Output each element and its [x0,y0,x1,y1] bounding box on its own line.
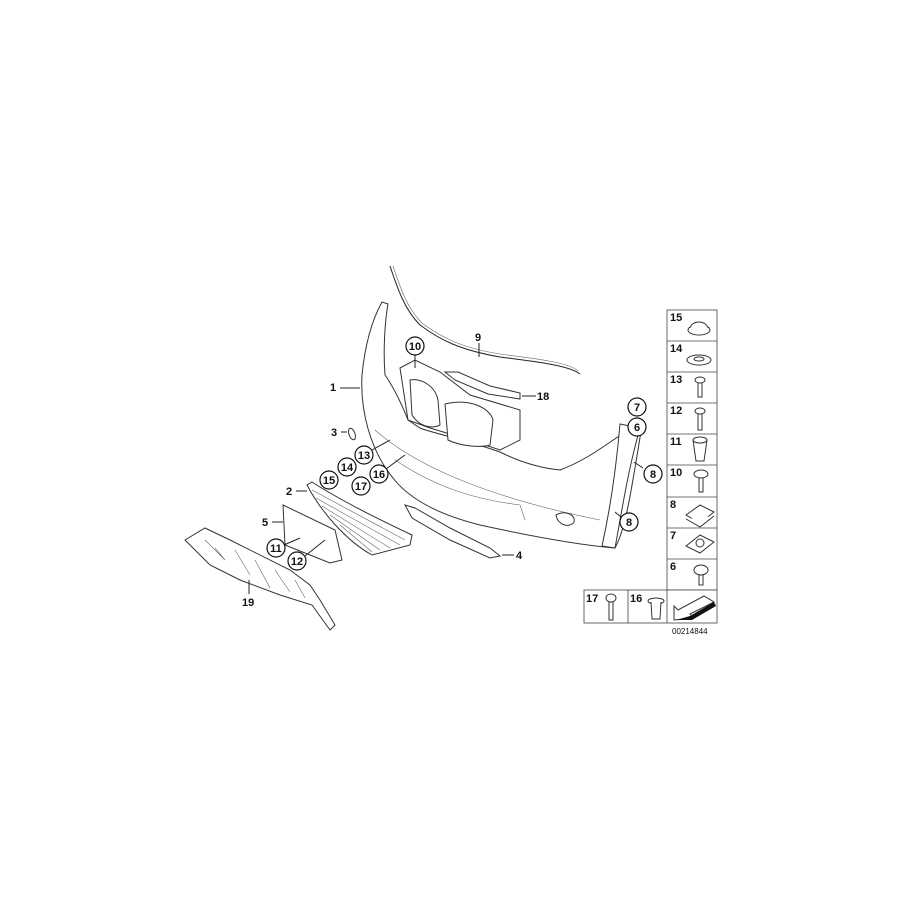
bumper-cover-part-1 [361,301,643,549]
svg-text:17: 17 [355,481,367,493]
callout-2: 2 [286,486,292,498]
callout-12: 12 [287,551,307,571]
svg-text:14: 14 [341,462,354,474]
callout-10: 10 [405,336,425,356]
callout-9: 9 [475,332,481,344]
flange-screw-icon [693,469,709,493]
flange-screw-icon [693,564,709,586]
panel-label-7: 7 [670,530,676,542]
panel-label-17: 17 [586,593,598,605]
carrier-part-19 [184,527,336,631]
callout-7: 7 [627,397,647,417]
svg-text:11: 11 [270,543,282,555]
svg-text:8: 8 [626,517,632,529]
callout-13: 13 [354,445,374,465]
screw-icon [694,376,706,398]
sleeve-icon [647,597,665,620]
panel-label-16: 16 [630,593,642,605]
expansion-nut-icon [692,436,708,462]
panel-label-8: 8 [670,499,676,511]
panel-label-13: 13 [670,374,682,386]
callout-8-lower: 8 [619,512,639,532]
panel-label-12: 12 [670,405,682,417]
bolt-icon [605,593,617,621]
svg-text:12: 12 [291,556,303,568]
panel-label-6: 6 [670,561,676,573]
svg-text:10: 10 [409,341,421,353]
callout-17: 17 [351,476,371,496]
arrow-icon [673,595,716,621]
panel-label-10: 10 [670,467,682,479]
panel-label-15: 15 [670,312,682,324]
grommet-cap-icon [687,321,711,336]
svg-text:13: 13 [358,450,370,462]
bracket-part-4 [403,504,502,559]
grille-part-2 [306,481,413,556]
washer-ring-icon [686,354,712,366]
diagram-code: 00214844 [672,627,708,636]
fasteners-panel: 15 14 13 12 11 10 8 7 6 17 16 [583,309,718,624]
panel-label-14: 14 [670,343,683,355]
callout-19: 19 [242,597,254,609]
callout-14: 14 [337,457,357,477]
svg-text:8: 8 [650,469,656,481]
callout-16: 16 [369,464,389,484]
trim-strip-part-9 [389,265,581,375]
clip-nut-icon [685,534,715,554]
license-plate-base-part-5 [282,504,343,564]
cap-part-3 [348,427,356,441]
callout-18: 18 [537,391,549,403]
callout-6: 6 [627,417,647,437]
leader-lines [248,343,644,594]
callout-11: 11 [266,538,286,558]
screw-icon [694,407,706,431]
bracket-part-18 [443,371,521,400]
callout-5: 5 [262,517,268,529]
callout-1: 1 [330,382,336,394]
svg-text:16: 16 [373,469,385,481]
panel-label-11: 11 [670,436,682,448]
svg-text:15: 15 [323,475,335,487]
callout-4: 4 [516,550,523,562]
callout-8-upper: 8 [643,464,663,484]
svg-text:7: 7 [634,402,640,414]
clip-nut-icon [685,504,715,528]
svg-text:6: 6 [634,422,640,434]
callout-3: 3 [331,427,337,439]
callout-15: 15 [319,470,339,490]
